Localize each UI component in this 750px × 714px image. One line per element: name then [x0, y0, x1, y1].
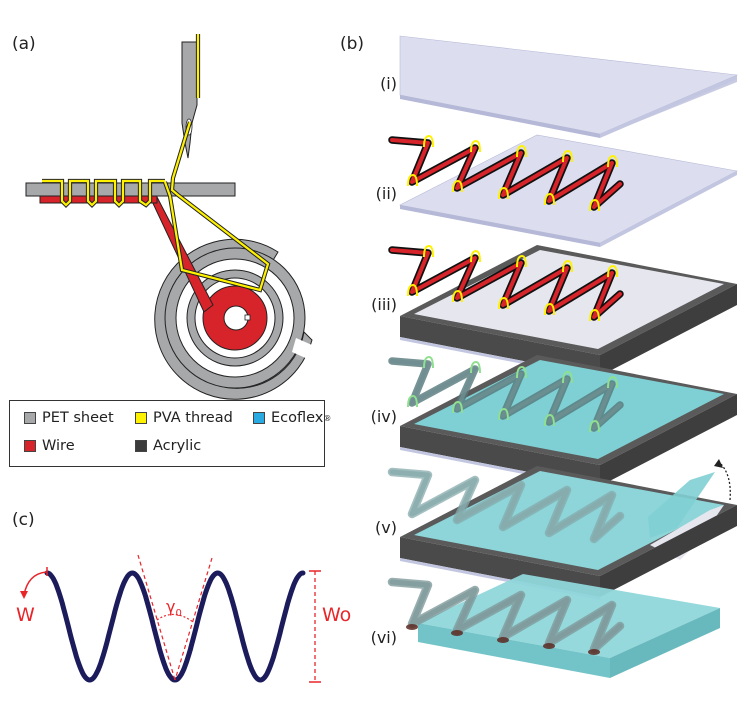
thread-loop: [544, 192, 555, 206]
step-iv-ecoflex-poured: [388, 355, 737, 489]
legend-label-acrylic: Acrylic: [153, 438, 202, 454]
legend-label-ecoflex: Ecoflex: [271, 410, 324, 426]
w-label: W: [16, 604, 35, 626]
thread-loop: [544, 413, 555, 427]
legend-item-wire: Wire: [24, 438, 75, 454]
gamma-label: γ0: [166, 597, 182, 619]
legend: PET sheet PVA thread Ecoflex® Wire Acryl…: [9, 400, 331, 467]
panel-a-label: (a): [12, 34, 36, 54]
zigzag-wire-v: [387, 467, 625, 544]
wire-body: [389, 469, 623, 542]
thread-loop: [452, 179, 463, 193]
thread-loop: [516, 365, 527, 379]
thread-loop: [607, 375, 618, 389]
gamma-symbol: γ: [166, 597, 176, 616]
panel-b-diagram: [387, 35, 739, 678]
tangent-line-left: [137, 554, 176, 681]
wire-wave: [44, 570, 306, 683]
wo-label: Wo: [322, 604, 352, 626]
pva-thread: [42, 34, 271, 293]
thread-loop: [498, 186, 509, 200]
panel-c-label: (c): [12, 510, 35, 530]
zigzag-wire-iii: [388, 244, 624, 322]
step-iii-acrylic-frame: [388, 244, 737, 379]
step-label-ii: (ii): [375, 184, 397, 203]
pet-sheet-swatch: [24, 412, 36, 424]
acrylic-swatch: [135, 440, 147, 452]
legend-item-acrylic: Acrylic: [135, 438, 201, 454]
thread-loop: [470, 360, 481, 374]
step-ii-sewn-sheet: [388, 134, 738, 247]
thread-loop: [407, 283, 418, 297]
legend-item-pet-sheet: PET sheet: [24, 410, 114, 426]
legend-label-wire: Wire: [42, 438, 75, 454]
thread-loop: [423, 244, 434, 258]
thread-loop: [423, 355, 434, 369]
wire-bend-shadow: [543, 643, 555, 649]
wire-bend-shadow: [588, 649, 600, 655]
peel-arrowhead: [714, 459, 723, 468]
thread-loop: [589, 419, 600, 433]
step-label-v: (v): [375, 518, 397, 537]
legend-item-pva-thread: PVA thread: [135, 410, 233, 426]
panel-b-label: (b): [340, 34, 365, 54]
step-vi-final-device: [387, 574, 720, 678]
spool-keyway: [244, 314, 251, 321]
zigzag-wire-vi: [387, 577, 625, 655]
zigzag-wire-ii: [388, 134, 624, 212]
ecoflex-swatch: [253, 412, 265, 424]
step-i-pet-sheet: [399, 35, 739, 138]
thread-loop: [498, 296, 509, 310]
legend-label-pva-thread: PVA thread: [153, 410, 233, 426]
thread-loop: [562, 370, 573, 384]
peel-arrow: [719, 462, 731, 501]
thread-loop: [544, 302, 555, 316]
spool-hole: [223, 305, 249, 331]
thread-loop: [407, 173, 418, 187]
thread-loop: [562, 149, 573, 163]
pva-thread-swatch: [135, 412, 147, 424]
step-label-iv: (iv): [370, 407, 397, 426]
registered-mark: ®: [323, 413, 332, 423]
thread-loop: [516, 254, 527, 268]
thread-loop: [470, 249, 481, 263]
wire-bend-shadow: [497, 637, 509, 643]
legend-label-pet-sheet: PET sheet: [42, 410, 114, 426]
thread-loop: [498, 407, 509, 421]
w-arrowhead: [20, 591, 28, 599]
gamma-subscript: 0: [175, 608, 182, 620]
panel-a-diagram: [25, 34, 313, 400]
thread-loop: [589, 198, 600, 212]
thread-loop: [423, 134, 434, 148]
peeled-ecoflex-flap: [648, 472, 715, 538]
thread-loop: [516, 144, 527, 158]
panel-c-diagram: [20, 554, 321, 683]
thread-loop: [452, 400, 463, 414]
thread-loop: [452, 289, 463, 303]
step-label-iii: (iii): [371, 295, 397, 314]
zigzag-wire-iv: [388, 355, 624, 433]
step-v-peel: [387, 459, 737, 600]
pet-sheet: [25, 182, 236, 197]
wire-body: [389, 579, 623, 652]
thread-loop: [607, 264, 618, 278]
thread-loop: [607, 154, 618, 168]
tangent-line-right: [174, 557, 213, 681]
thread-loop: [470, 139, 481, 153]
legend-item-ecoflex: Ecoflex®: [253, 410, 331, 426]
thread-loop: [407, 394, 418, 408]
wire-bend-shadow: [406, 624, 418, 630]
thread-loop: [562, 259, 573, 273]
bobbin-spiral-cut: [292, 338, 312, 360]
wire-swatch: [24, 440, 36, 452]
wire-bend-shadow: [451, 630, 463, 636]
thread-loop: [589, 308, 600, 322]
step-label-vi: (vi): [370, 628, 397, 647]
step-label-i: (i): [380, 74, 397, 93]
